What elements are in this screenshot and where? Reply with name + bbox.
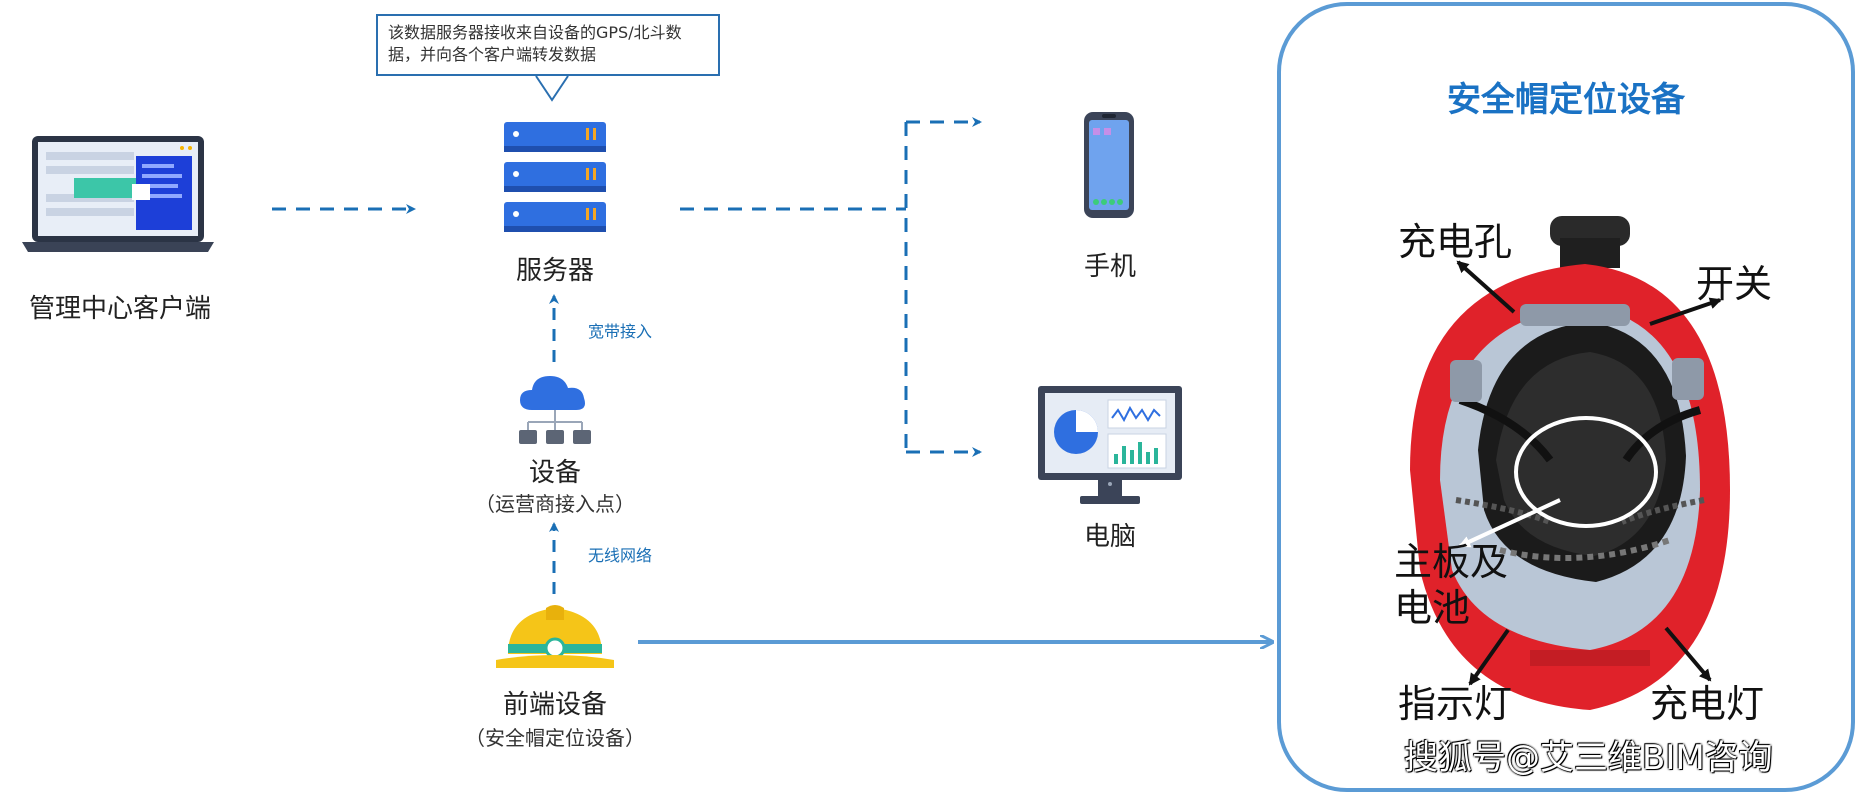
label-indicator: 指示灯 xyxy=(1398,682,1513,726)
phone-icon xyxy=(1084,112,1134,218)
phone-label: 手机 xyxy=(1083,252,1136,282)
device-sublabel: （运营商接入点） xyxy=(475,492,635,516)
label-board-battery-line2: 电池 xyxy=(1394,586,1471,630)
device-label: 设备 xyxy=(528,458,581,488)
label-charge-port: 充电孔 xyxy=(1398,220,1513,264)
red-helmet-illustration xyxy=(1410,216,1730,710)
server-callout: 该数据服务器接收来自设备的GPS/北斗数据，并向各个客户端转发数据 xyxy=(376,14,720,76)
callout-tail xyxy=(535,75,569,102)
yellow-helmet-icon xyxy=(496,605,614,668)
link-broadband: 宽带接入 xyxy=(588,322,653,341)
label-switch: 开关 xyxy=(1696,262,1773,306)
front-sublabel: （安全帽定位设备） xyxy=(465,726,645,750)
monitor-icon xyxy=(1038,386,1182,504)
panel-title: 安全帽定位设备 xyxy=(1447,80,1685,120)
computer-label: 电脑 xyxy=(1083,522,1136,552)
link-wireless: 无线网络 xyxy=(588,546,653,565)
laptop-icon xyxy=(22,136,214,252)
callout-text: 该数据服务器接收来自设备的GPS/北斗数据，并向各个客户端转发数据 xyxy=(388,23,682,64)
label-charge-light: 充电灯 xyxy=(1650,682,1765,726)
cloud-network-icon xyxy=(519,376,591,444)
label-board-battery-line1: 主板及 xyxy=(1394,540,1509,584)
front-label: 前端设备 xyxy=(502,690,607,720)
server-icon xyxy=(504,122,606,232)
server-label: 服务器 xyxy=(515,256,594,286)
watermark: 搜狐号@艾三维BIM咨询 xyxy=(1404,738,1773,778)
client-label: 管理中心客户端 xyxy=(28,294,211,324)
